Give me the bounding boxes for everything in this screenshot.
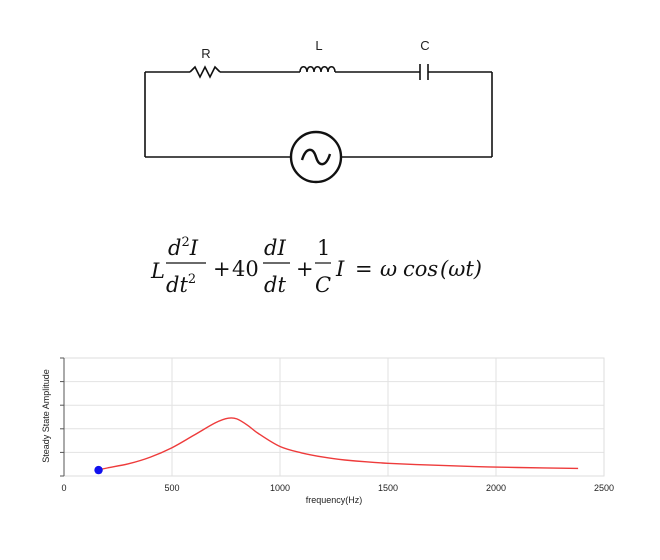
y-axis-label: Steady State Amplitude [41,369,51,463]
eq-d2-dt: dt [166,273,188,297]
resistor-symbol [189,65,221,79]
eq-d2-d: d [168,236,181,260]
x-tick-label: 1000 [270,483,290,493]
x-tick-label: 2500 [594,483,614,493]
amplitude-chart: 0 500 1000 1500 2000 2500 frequency(Hz) Stead… [41,357,614,505]
resistor-label: R [201,46,210,61]
eq-damping-coefficient: 40 [232,257,259,281]
rlc-equation: L d2I dt2 + 40 dI dt + 1 C I = ω cos (ωt… [150,235,482,297]
inductor-label: L [315,38,322,53]
x-tick-label: 500 [164,483,179,493]
ac-source-icon [289,130,343,184]
eq-d1-numerator: dI [264,236,286,260]
eq-d2-denominator: dt2 [166,272,196,297]
inductor-coil [299,65,336,73]
x-axis-label: frequency(Hz) [306,495,363,505]
eq-d2-den-exp: 2 [188,272,196,287]
eq-plus-2: + [296,257,314,281]
chart-grid [64,358,604,476]
eq-plus-1: + [213,257,231,281]
eq-d1-denominator: dt [264,273,286,297]
x-tick-label: 0 [61,483,66,493]
rlc-circuit [144,64,493,184]
series-line-amplitude [98,417,579,471]
eq-argument: (ωt) [440,257,482,281]
eq-current: I [335,257,345,281]
eq-cos: cos [403,257,438,281]
eq-omega: ω [380,257,397,281]
x-tick-label: 1500 [378,483,398,493]
y-axis-ticks [60,357,65,477]
current-frequency-marker[interactable] [94,465,103,475]
eq-capacitance: C [315,273,331,297]
capacitor-label: C [420,38,429,53]
eq-d2-exp: 2 [181,235,189,250]
x-axis-ticks: 0 500 1000 1500 2000 2500 [61,483,614,493]
eq-d2-numerator: d2I [168,235,199,260]
eq-coef-L: L [150,259,165,283]
eq-d2-var: I [189,236,199,260]
eq-equals: = [355,257,373,281]
eq-one: 1 [317,236,330,260]
x-tick-label: 2000 [486,483,506,493]
sine-wave-icon [300,148,332,166]
